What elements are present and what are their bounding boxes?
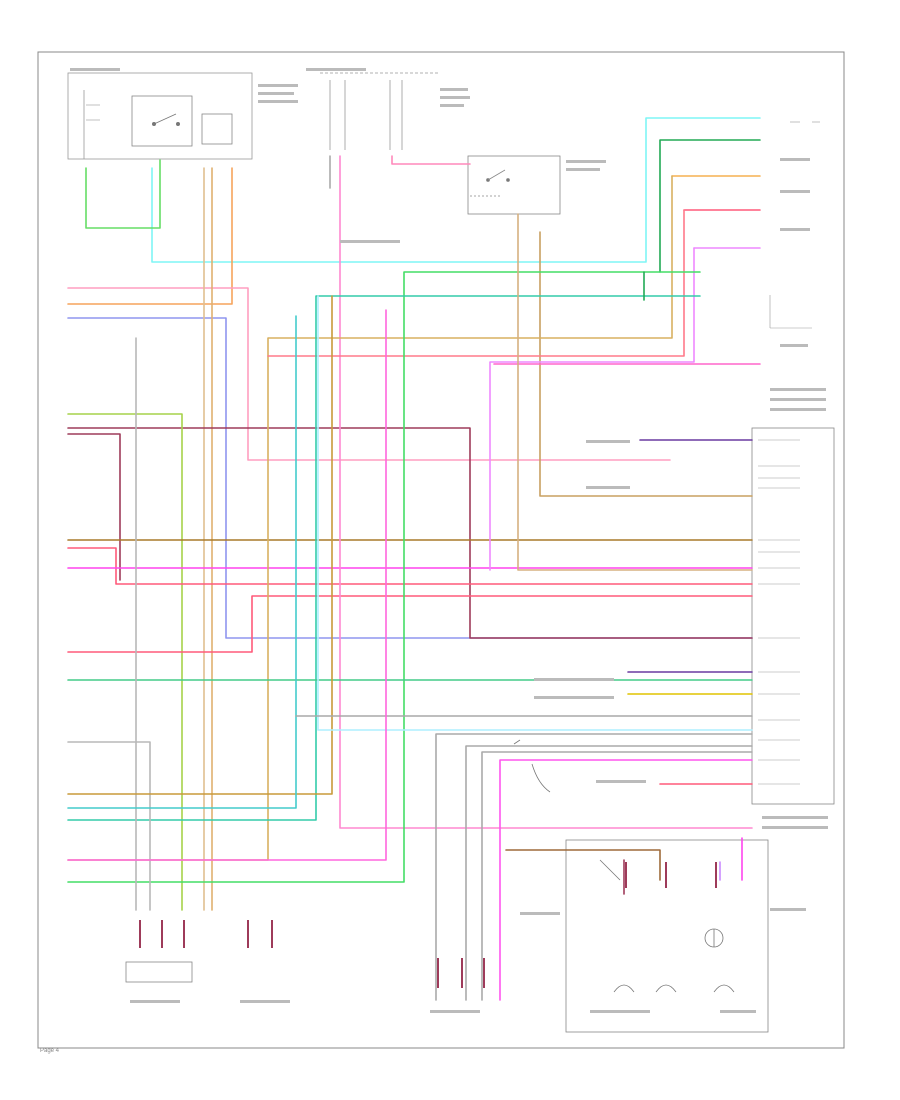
wire-pink-top [391, 155, 471, 165]
right-connector-labels [769, 121, 820, 329]
wire-pink-1 [67, 287, 671, 461]
pcm-pin-ticks [758, 439, 800, 785]
wire-gray-bottom-2 [465, 745, 753, 1001]
wire-lilac-1 [67, 317, 753, 639]
wire-maroon-2 [67, 433, 121, 581]
wire-green-1 [85, 159, 161, 229]
bottom-connector-pins [139, 862, 717, 988]
transmission-solenoid-box [565, 839, 769, 1033]
powertrain-control-module [751, 427, 835, 805]
wire-gray-bottom-1 [435, 733, 753, 1001]
switch-enclosure-2 [201, 113, 233, 145]
diagram-frame [37, 51, 845, 1049]
wire-red-2 [67, 547, 753, 585]
wire-darkgreen-2 [659, 139, 761, 273]
wire-pink-lower [67, 309, 387, 861]
wire-gray-bottom-3 [481, 751, 753, 1001]
wire-violet-right-2 [489, 247, 695, 571]
wire-pink-vert [339, 155, 753, 829]
switch-enclosure [131, 95, 193, 147]
wire-tan-3 [67, 295, 333, 795]
wire-cyan-1 [151, 117, 761, 263]
wire-yellowgreen-1 [67, 413, 183, 911]
bottom-left-connector-1 [125, 961, 193, 983]
brake-switch-box [467, 155, 561, 215]
wire-tan-right [67, 175, 673, 861]
transmission-switch-box [67, 72, 253, 160]
wire-tanbrown-2 [539, 231, 753, 497]
wire-maroon-1 [67, 427, 753, 639]
fuse-block-top [320, 72, 440, 150]
wire-teal-right [67, 295, 701, 821]
wire-red-3 [67, 595, 753, 653]
motor-symbol-icon [704, 928, 724, 948]
switch-symbol-icon [151, 113, 180, 127]
diagram-labels-faint [70, 68, 828, 1013]
wire-magenta-lower [499, 759, 753, 1001]
wire-orange-1 [67, 167, 233, 305]
wire-tan-top-2 [517, 213, 753, 571]
wire-green-right [67, 271, 701, 883]
ground-symbol-icon [513, 739, 621, 881]
wire-red-right-2 [267, 209, 685, 357]
wire-cyan-2 [67, 315, 297, 809]
wire-ltblue-1 [317, 295, 753, 731]
wire-gray-1 [67, 741, 151, 911]
page-label: Page 4 [40, 1048, 60, 1054]
sensor-symbol-icon [613, 984, 735, 993]
wire-brown-bottom [505, 849, 661, 881]
